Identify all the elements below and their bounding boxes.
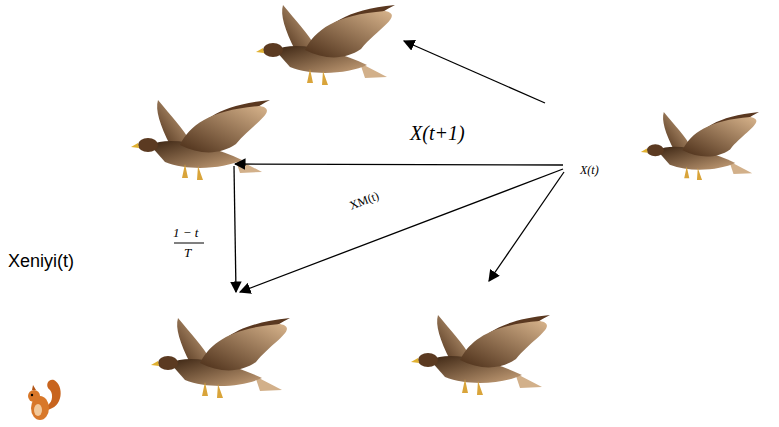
eagle-figure: [151, 318, 290, 398]
fraction-numerator: 1 − t: [173, 226, 198, 240]
eagle-figure: [411, 315, 550, 395]
eagle-figure: [256, 5, 395, 85]
position-label: X(t+1): [410, 122, 465, 144]
squirrel-figure: [28, 380, 61, 420]
vector-label: XM(t): [348, 189, 381, 212]
eagle-figure: [641, 112, 759, 180]
arrow-line: [235, 164, 563, 165]
position-label: X(t): [580, 164, 599, 177]
fraction-denominator: T: [184, 246, 191, 260]
arrow-line: [489, 172, 564, 281]
arrow-lines: [234, 41, 564, 292]
arrow-line: [240, 169, 563, 292]
fraction-bar: [174, 243, 204, 244]
arrow-line: [234, 166, 236, 292]
eagle-figures: [131, 5, 759, 398]
eagle-figure: [131, 100, 270, 180]
arrow-line: [404, 41, 545, 103]
prey-label: Xeniyi(t): [8, 252, 74, 272]
